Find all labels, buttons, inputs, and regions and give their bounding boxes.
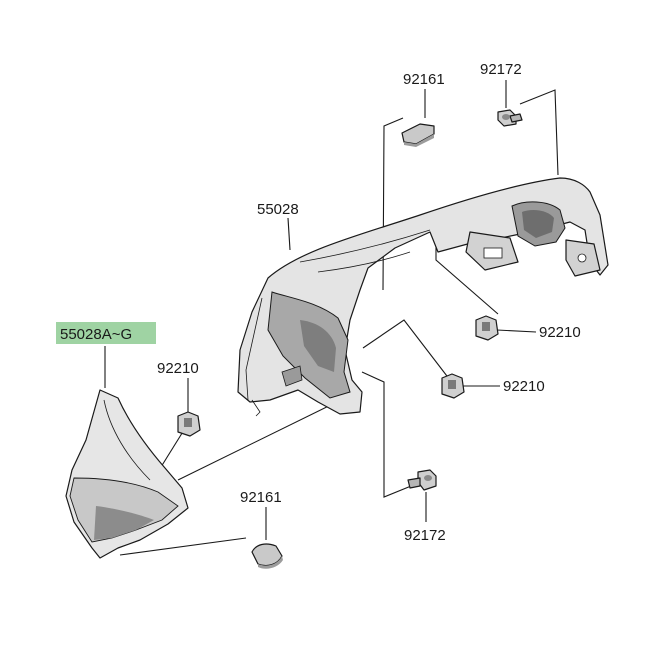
plate-top [401,123,435,147]
label-cowl-lower-highlight [56,322,156,344]
leader-nut-ru-label [496,329,537,333]
upper-cowl-ridge [299,229,431,263]
upper-cowl-right-socket-inner [522,210,554,238]
bolt-bottom [407,469,437,491]
nut-right-lower [441,373,465,399]
label-cowl-upper: 55028 [257,201,299,218]
leader-upper-bracket [382,117,404,291]
bolt-top [497,109,523,127]
label-plate-top: 92161 [403,71,445,88]
leader-bolt-bottom-bracket [361,371,417,498]
plate-bottom-shade [258,556,283,569]
label-plate-bottom: 92161 [240,489,282,506]
nut-right-upper [475,315,499,341]
leader-nut-rl-bracket [362,319,451,381]
leader-lower-to-plate-bottom [119,537,247,556]
part-labels: 92161 92172 55028 92210 92210 92210 9217… [56,61,581,544]
bolt-bottom-recess [424,475,432,481]
upper-cowl [237,177,609,417]
label-bolt-bottom: 92172 [404,527,446,544]
plate-top-shade [404,134,434,147]
upper-cowl-bottom-lip [251,399,261,417]
upper-cowl-ridge-2 [317,251,411,273]
label-nut-left: 92210 [157,360,199,377]
upper-cowl-edge-line [245,297,263,401]
nut-left [177,411,201,437]
bolt-top-recess [502,114,510,120]
label-cowl-lower: 55028A~G [60,326,132,343]
label-nut-right-upper: 92210 [539,324,581,341]
label-nut-right-lower: 92210 [503,378,545,395]
upper-cowl-inner-shadow [300,320,336,372]
leader-cowl-upper [287,217,291,251]
nut-ru-hole [482,322,490,331]
upper-cowl-right-tab-slot [483,247,503,259]
label-bolt-top: 92172 [480,61,522,78]
upper-cowl-far-tab-hole [577,253,587,263]
bolt-top-shank [509,113,523,123]
leader-bolt-top-to-cowl [519,89,559,176]
lower-cowl-ridge [103,399,151,481]
nut-rl-hole [448,380,456,389]
lower-cowl-shadow [94,506,154,540]
upper-cowl-vent [281,365,303,387]
plate-top-shape [401,123,435,145]
lower-cowl [65,389,189,559]
plate-bottom [251,543,283,569]
bolt-bottom-shank [407,477,421,489]
leader-lower-to-upper [177,397,346,481]
nut-left-hole [184,418,192,427]
